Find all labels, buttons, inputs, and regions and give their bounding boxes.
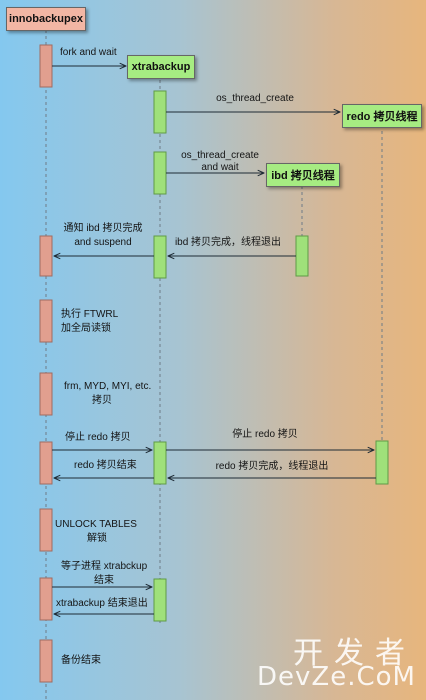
label-stop-redo-left: 停止 redo 拷贝 (65, 432, 131, 443)
activation-innobackupex-6 (39, 508, 53, 552)
label-fork-wait: fork and wait (60, 47, 117, 58)
label-os-thread-create-wait-2: and wait (201, 162, 239, 173)
activation-xtrabackup-5 (153, 578, 167, 622)
activation-redo-thread (375, 440, 389, 485)
activation-innobackupex-5 (39, 441, 53, 485)
label-redo-copy-end: redo 拷贝结束 (74, 460, 137, 471)
label-frm-1: frm, MYD, MYI, etc. (64, 381, 152, 392)
label-os-thread-create: os_thread_create (216, 93, 294, 104)
activation-innobackupex-8 (39, 639, 53, 683)
label-stop-redo-right: 停止 redo 拷贝 (232, 429, 298, 440)
watermark-line-1: 开发者 (293, 636, 416, 671)
label-redo-done: redo 拷贝完成，线程退出 (215, 461, 329, 472)
participant-ibd-thread: ibd 拷贝线程 (266, 163, 340, 187)
activation-ibd-thread (295, 235, 309, 277)
label-wait-child-2: 结束 (94, 575, 114, 586)
activation-xtrabackup-1 (153, 90, 167, 134)
activation-innobackupex-4 (39, 372, 53, 416)
activation-xtrabackup-4 (153, 441, 167, 485)
watermark-line-2: DevZe.CoM (257, 662, 416, 692)
label-unlock-1: UNLOCK TABLES (55, 519, 137, 530)
label-unlock-2: 解锁 (87, 533, 107, 544)
label-wait-child-1: 等子进程 xtrabckup (61, 561, 148, 572)
participant-redo-thread: redo 拷贝线程 (342, 104, 422, 128)
label-notify-ibd-2: and suspend (74, 237, 132, 248)
label-notify-ibd-1: 通知 ibd 拷贝完成 (63, 223, 143, 234)
label-xtrabackup-exit: xtrabackup 结束退出 (56, 598, 148, 609)
label-frm-2: 拷贝 (92, 395, 112, 406)
activation-innobackupex-3 (39, 299, 53, 343)
activation-xtrabackup-3 (153, 235, 167, 279)
activation-innobackupex-1 (39, 44, 53, 88)
label-os-thread-create-wait-1: os_thread_create (181, 150, 259, 161)
label-ibd-done: ibd 拷贝完成，线程退出 (174, 237, 282, 248)
participant-innobackupex: innobackupex (6, 7, 86, 31)
activation-innobackupex-7 (39, 577, 53, 621)
participant-xtrabackup: xtrabackup (127, 55, 195, 79)
label-ftwrl-1: 执行 FTWRL (61, 309, 119, 320)
activation-xtrabackup-2 (153, 151, 167, 195)
label-ftwrl-2: 加全局读锁 (61, 323, 111, 334)
label-backup-end: 备份结束 (61, 655, 101, 666)
activation-innobackupex-2 (39, 235, 53, 277)
